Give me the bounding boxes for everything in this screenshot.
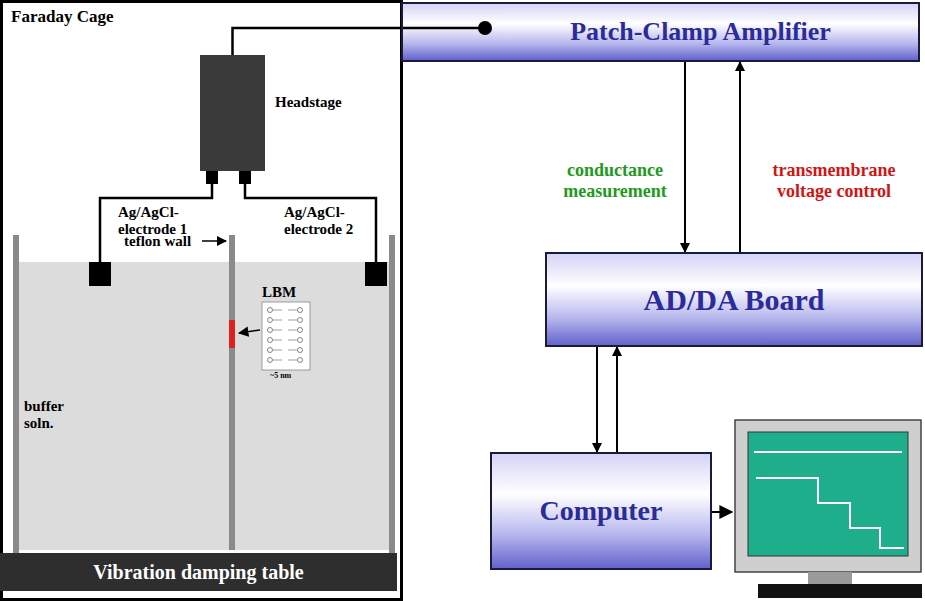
lipid-tail xyxy=(288,330,297,331)
buffer-solution xyxy=(18,262,390,550)
electrode xyxy=(365,262,387,286)
adda-board-box: AD/DA Board xyxy=(545,252,923,347)
node-text: Headstage xyxy=(275,94,342,111)
vibration-table: Vibration damping table xyxy=(0,553,397,591)
lipid-tail xyxy=(273,330,282,331)
part-label: buffer soln. xyxy=(24,398,84,431)
electrode-wire xyxy=(245,183,376,262)
current-trace xyxy=(756,478,904,548)
electrode-label: Ag/AgCl- electrode 2 xyxy=(284,204,374,237)
tank-wall xyxy=(389,235,395,553)
lipid-head xyxy=(268,348,273,353)
monitor-neck xyxy=(808,572,852,584)
lipid-membrane xyxy=(229,320,235,348)
node-text: Patch-Clamp Amplifier xyxy=(570,17,831,47)
lipid-tail xyxy=(273,340,282,341)
lipid-head xyxy=(298,328,303,333)
lipid-head xyxy=(298,318,303,323)
lipid-tail xyxy=(288,320,297,321)
edge-label: transmembrane voltage control xyxy=(748,160,920,201)
lipid-tail xyxy=(288,360,297,361)
bilayer-pattern xyxy=(268,308,303,363)
pointer-arrow xyxy=(202,240,226,242)
node-text: Faraday Cage xyxy=(11,7,113,27)
electrode-wire xyxy=(100,183,212,262)
edge-label: conductance measurement xyxy=(553,160,677,201)
lipid-head xyxy=(268,318,273,323)
lipid-head xyxy=(268,338,273,343)
faraday-cage: Faraday CageHeadstageVibration damping t… xyxy=(0,0,403,601)
lipid-head xyxy=(268,358,273,363)
monitor-frame xyxy=(735,420,921,572)
teflon-wall xyxy=(229,235,235,550)
computer-box: Computer xyxy=(490,452,712,570)
lipid-head xyxy=(298,358,303,363)
lipid-tail xyxy=(288,310,297,311)
lipid-tail xyxy=(288,340,297,341)
node-text: Vibration damping table xyxy=(93,561,303,584)
connector-arrow xyxy=(739,62,741,252)
lipid-tail xyxy=(273,310,282,311)
tank-wall xyxy=(13,235,19,553)
lipid-head xyxy=(268,328,273,333)
node-text: AD/DA Board xyxy=(644,283,825,317)
lipid-tail xyxy=(273,350,282,351)
lipid-head xyxy=(298,348,303,353)
connector-arrow xyxy=(684,62,686,252)
lipid-tail xyxy=(273,320,282,321)
scale-label: ~5 nm xyxy=(270,372,291,381)
bilayer-inset xyxy=(262,302,310,370)
monitor-base xyxy=(758,584,922,598)
headstage-cable xyxy=(403,27,485,30)
electrode-label: Ag/AgCl- electrode 1 xyxy=(118,204,208,237)
monitor-screen xyxy=(748,432,908,556)
connector-arrow xyxy=(616,347,618,452)
headstage-pin xyxy=(239,170,251,184)
node-text: Computer xyxy=(540,495,663,527)
connector-arrow xyxy=(233,28,402,55)
lipid-tail xyxy=(288,350,297,351)
lipid-head xyxy=(268,308,273,313)
amplifier-box: Patch-Clamp Amplifier xyxy=(401,2,920,62)
headstage-box: Headstage xyxy=(200,55,265,171)
electrode xyxy=(89,262,111,286)
pointer-arrow xyxy=(239,330,260,333)
part-label: LBM xyxy=(262,284,296,301)
cable-connector xyxy=(478,21,492,35)
trace-baseline xyxy=(754,451,902,453)
part-label: teflon wall xyxy=(124,233,191,250)
lipid-tail xyxy=(273,360,282,361)
display-arrow xyxy=(712,511,732,513)
connector-arrow xyxy=(596,347,598,452)
lipid-head xyxy=(298,338,303,343)
lipid-head xyxy=(298,308,303,313)
headstage-pin xyxy=(206,170,218,184)
